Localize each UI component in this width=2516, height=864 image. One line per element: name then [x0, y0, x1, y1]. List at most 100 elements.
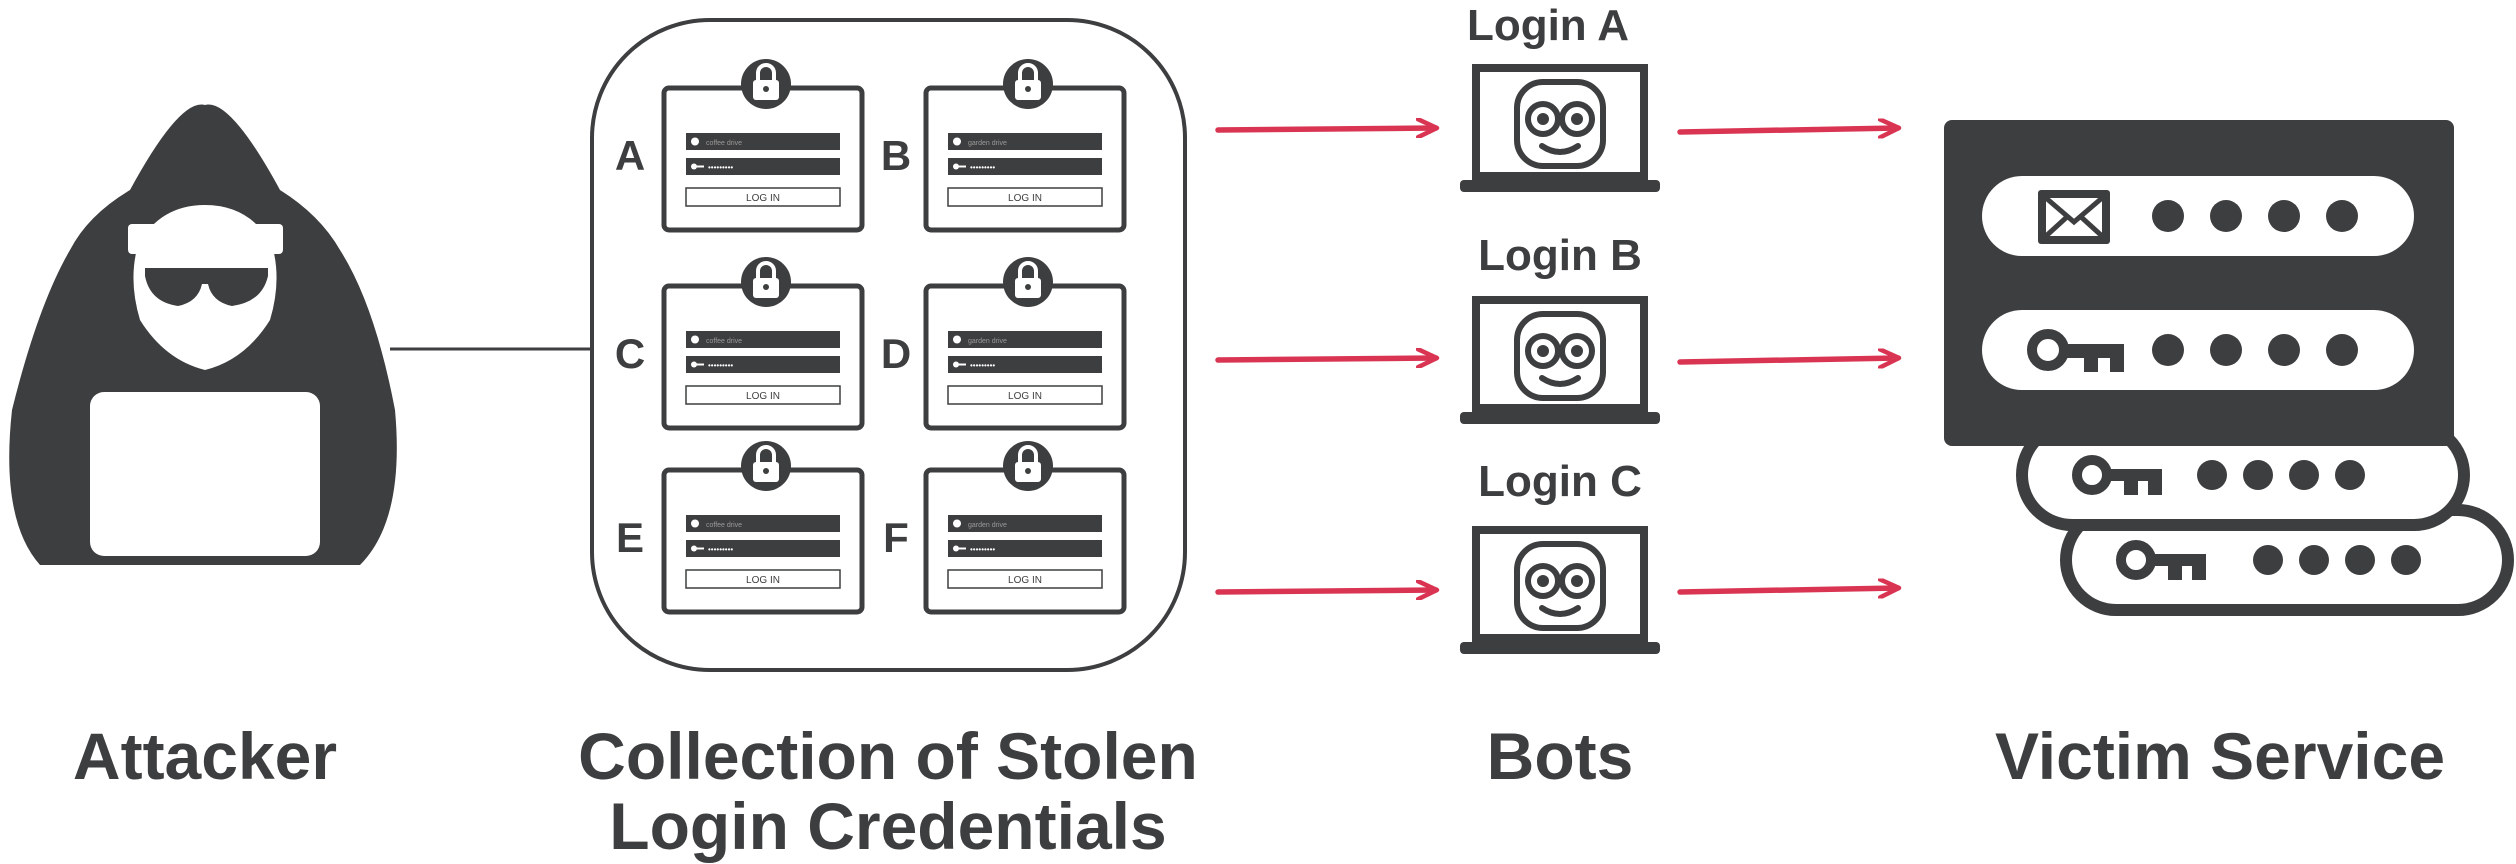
hooded-attacker-icon [9, 104, 397, 565]
arrow-to-bot-b [1215, 358, 1436, 360]
bots-group: Login A Login B Login C [1460, 1, 1660, 654]
caption-bots: Bots [1486, 719, 1634, 793]
credential-card: coffee drive ••••••••• LOG IN A [615, 59, 865, 233]
key-icon [691, 545, 704, 552]
login-button-frame [947, 187, 1103, 207]
login-button-frame [947, 385, 1103, 405]
bot-c [1460, 526, 1660, 654]
key-icon [953, 361, 966, 368]
password-value: ••••••••• [708, 545, 733, 554]
password-field [948, 356, 1102, 373]
attacker-figure [9, 104, 592, 565]
username-value: garden drive [968, 522, 1007, 529]
victim-service [1944, 120, 2514, 616]
caption-collection: Collection of Stolen Login Credentials [578, 719, 1198, 863]
user-icon [691, 137, 699, 146]
username-field [686, 133, 840, 150]
username-field [948, 331, 1102, 348]
username-value: coffee drive [706, 522, 742, 529]
username-field [686, 515, 840, 532]
username-value: coffee drive [706, 338, 742, 345]
masked-dots [2253, 545, 2421, 575]
login-button-frame [947, 569, 1103, 589]
user-icon [691, 519, 699, 528]
lock-icon [1003, 441, 1053, 491]
key-icon [953, 545, 966, 552]
user-icon [953, 519, 961, 528]
arrow-b-to-victim [1677, 358, 1898, 362]
username-field [686, 331, 840, 348]
arrow-c-to-victim [1677, 588, 1898, 592]
robot-laptop-icon [1460, 526, 1660, 654]
password-value: ••••••••• [708, 163, 733, 172]
password-field [686, 158, 840, 175]
masked-dots [2152, 200, 2358, 232]
key-icon [953, 163, 966, 170]
password-value: ••••••••• [708, 361, 733, 370]
bot-a [1460, 64, 1660, 192]
card-letter: A [615, 132, 645, 179]
login-button-label: LOG IN [1008, 575, 1042, 586]
login-button-frame [685, 187, 841, 207]
caption-victim: Victim Service [1994, 719, 2446, 793]
masked-dots [2197, 460, 2365, 490]
login-button-label: LOG IN [746, 575, 780, 586]
key-icon [691, 361, 704, 368]
password-field [686, 356, 840, 373]
envelope-icon [2038, 190, 2110, 244]
username-value: garden drive [968, 338, 1007, 345]
credential-pill-back-2 [2060, 504, 2514, 616]
credential-card: coffee drive•••••••••LOG INC [615, 257, 865, 431]
lock-icon [1003, 257, 1053, 307]
card-letter: E [616, 514, 644, 561]
server-panel [1944, 120, 2454, 446]
bot-label-b: Login B [1478, 231, 1642, 280]
login-button-label: LOG IN [1008, 193, 1042, 204]
bot-label-a: Login A [1467, 1, 1629, 50]
login-button-frame [685, 569, 841, 589]
lock-icon [741, 59, 791, 109]
key-icon [2072, 455, 2162, 495]
lock-icon [1003, 59, 1053, 109]
credential-card: garden drive ••••••••• LOG IN B [881, 59, 1127, 233]
username-field [948, 515, 1102, 532]
lock-icon [741, 441, 791, 491]
username-value: garden drive [968, 140, 1007, 147]
card-letter: F [883, 514, 909, 561]
credential-row-email [1982, 176, 2414, 256]
password-field [948, 540, 1102, 557]
login-button-label: LOG IN [1008, 391, 1042, 402]
arrows-to-bots [1215, 128, 1436, 592]
arrows-to-victim [1677, 128, 1898, 592]
bot-b [1460, 296, 1660, 424]
login-button-label: LOG IN [746, 193, 780, 204]
arrow-to-bot-a [1215, 128, 1436, 130]
credential-card: garden drive ••••••••• LOG IN F [883, 441, 1127, 615]
username-field [948, 133, 1102, 150]
arrow-to-bot-c [1215, 590, 1436, 592]
credential-row-password [1982, 310, 2414, 390]
key-icon [691, 163, 704, 170]
password-value: ••••••••• [970, 361, 995, 370]
user-icon [953, 137, 961, 146]
bot-label-c: Login C [1478, 457, 1642, 506]
login-button-label: LOG IN [746, 391, 780, 402]
password-value: ••••••••• [970, 163, 995, 172]
masked-dots [2152, 334, 2358, 366]
password-value: ••••••••• [970, 545, 995, 554]
user-icon [953, 335, 961, 344]
login-button-frame [685, 385, 841, 405]
card-letter: B [881, 132, 911, 179]
password-field [686, 540, 840, 557]
credential-card: garden drive ••••••••• LOG IN D [881, 257, 1127, 431]
card-letter: D [881, 330, 911, 377]
credential-card: coffee drive ••••••••• LOG IN E [616, 441, 865, 615]
key-icon [2027, 329, 2124, 372]
username-value: coffee drive [706, 140, 742, 147]
arrow-a-to-victim [1677, 128, 1898, 132]
robot-laptop-icon [1460, 64, 1660, 192]
robot-laptop-icon [1460, 296, 1660, 424]
caption-attacker: Attacker [72, 719, 338, 793]
